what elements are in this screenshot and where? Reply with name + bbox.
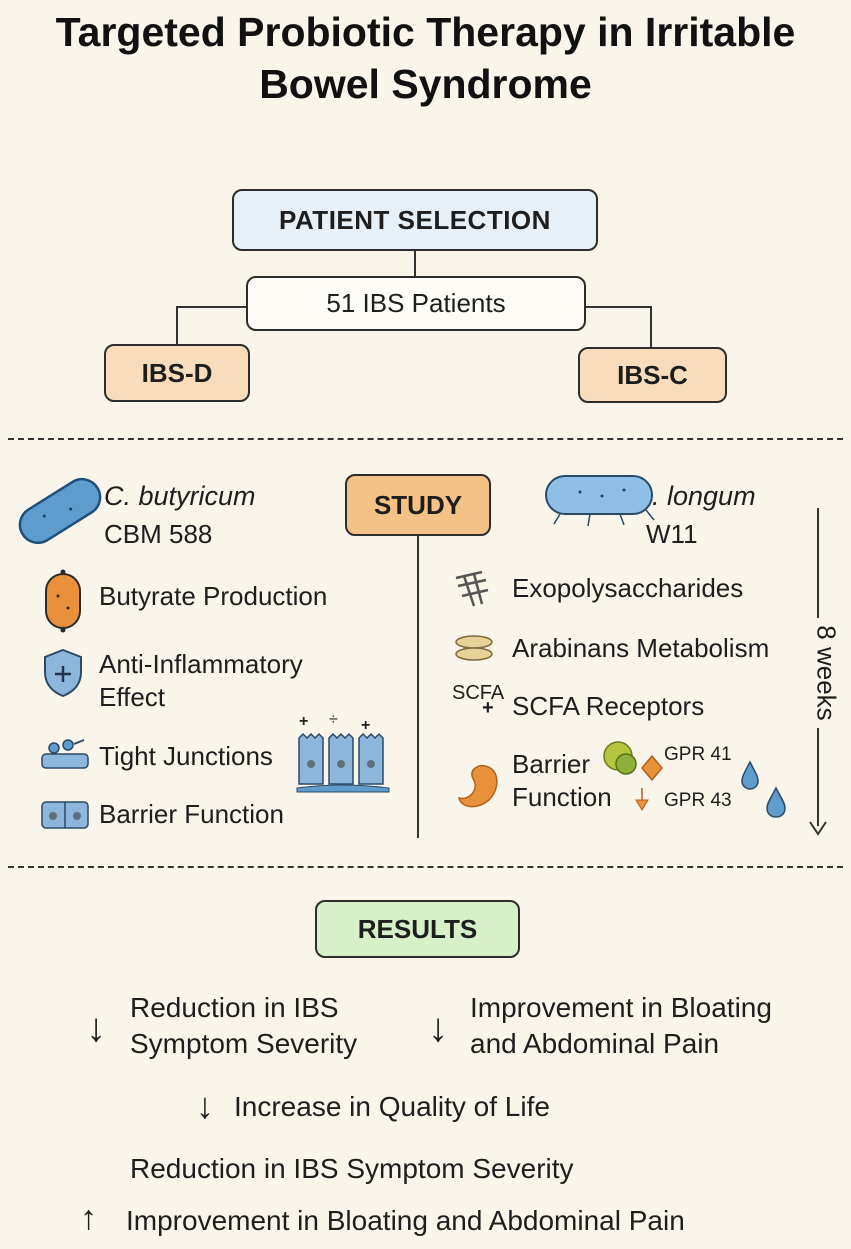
butyrate-production-label: Butyrate Production	[99, 581, 328, 611]
ligand-icon	[603, 741, 663, 811]
duration-label: 8 weeks	[811, 625, 842, 721]
ibs-c-box: IBS-C	[578, 347, 727, 403]
connector-left-h	[176, 306, 246, 308]
divider-bottom	[8, 866, 843, 868]
tight-junction-icon	[41, 739, 89, 769]
arrow-down-icon: ↓	[86, 1006, 106, 1050]
result-2-line-2: and Abdominal Pain	[470, 1028, 720, 1059]
divider-top	[8, 438, 843, 440]
barrier-function-right-label: Barrier	[512, 749, 591, 779]
rod-bacterium-right-icon	[545, 475, 655, 527]
bacterium-icon	[45, 569, 81, 633]
page-title: Targeted Probiotic Therapy in Irritable …	[0, 6, 851, 110]
title-line-1: Targeted Probiotic Therapy in Irritable	[55, 9, 796, 55]
result-4: Reduction in IBS Symptom Severity	[130, 1153, 574, 1184]
ibs-d-box: IBS-D	[104, 344, 250, 402]
tight-junctions-label: Tight Junctions	[99, 741, 273, 771]
study-divider	[417, 536, 419, 838]
connector-right-v	[650, 306, 652, 347]
anti-inflammatory-label-2: Effect	[99, 682, 166, 712]
arabinan-icon	[455, 635, 493, 661]
right-strain-name: . longum	[652, 481, 756, 511]
barrier-function-right-label-2: Function	[512, 782, 612, 812]
result-1-line-1: Reduction in IBS	[130, 992, 339, 1023]
scfa-icon-text: SCFA	[452, 682, 505, 704]
exopolysaccharides-label: Exopolysaccharides	[512, 573, 744, 603]
left-strain-name: C. butyricum	[104, 481, 256, 511]
result-2-line-1: Improvement in Bloating	[470, 992, 772, 1023]
result-3: Increase in Quality of Life	[234, 1091, 550, 1122]
connector-right-h	[586, 306, 652, 308]
arrow-down-icon-2: ↓	[428, 1006, 448, 1050]
barrier-cells-icon	[41, 801, 89, 829]
arrow-down-icon-3: ↓	[196, 1085, 214, 1126]
gpr43-label: GPR 43	[664, 790, 732, 811]
rod-bacterium-icon	[18, 477, 102, 545]
droplet-icon-2	[766, 786, 786, 818]
arabinans-metabolism-label: Arabinans Metabolism	[512, 633, 770, 663]
timeline-arrowhead-icon	[809, 821, 827, 836]
receptor-icon	[458, 764, 498, 808]
droplet-icon	[741, 760, 759, 790]
svg-text:÷: ÷	[329, 711, 338, 728]
connector-selection-patients	[414, 251, 416, 276]
shield-icon	[44, 648, 82, 698]
patients-box: 51 IBS Patients	[246, 276, 586, 331]
epithelial-cells-icon: + ÷ +	[296, 711, 390, 793]
arrow-up-icon: ↑	[80, 1199, 97, 1237]
svg-text:+: +	[361, 717, 370, 734]
scfa-receptors-label: SCFA Receptors	[512, 691, 705, 721]
anti-inflammatory-label: Anti-Inflammatory	[99, 649, 303, 679]
results-box: RESULTS	[315, 900, 520, 958]
duration-label-wrap: 8 weeks	[806, 618, 846, 728]
title-line-2: Bowel Syndrome	[259, 61, 592, 107]
connector-left-v	[176, 306, 178, 344]
right-strain-id: W11	[646, 519, 698, 549]
left-strain-id: CBM 588	[104, 519, 213, 549]
gpr41-label: GPR 41	[664, 744, 732, 765]
barrier-function-left-label: Barrier Function	[99, 799, 284, 829]
scfa-plus-icon: +	[482, 697, 494, 719]
study-box: STUDY	[345, 474, 491, 536]
result-5: Improvement in Bloating and Abdominal Pa…	[126, 1205, 685, 1236]
result-1-line-2: Symptom Severity	[130, 1028, 358, 1059]
svg-text:+: +	[299, 713, 308, 730]
patient-selection-box: PATIENT SELECTION	[232, 189, 598, 251]
polysaccharide-icon	[455, 570, 489, 607]
